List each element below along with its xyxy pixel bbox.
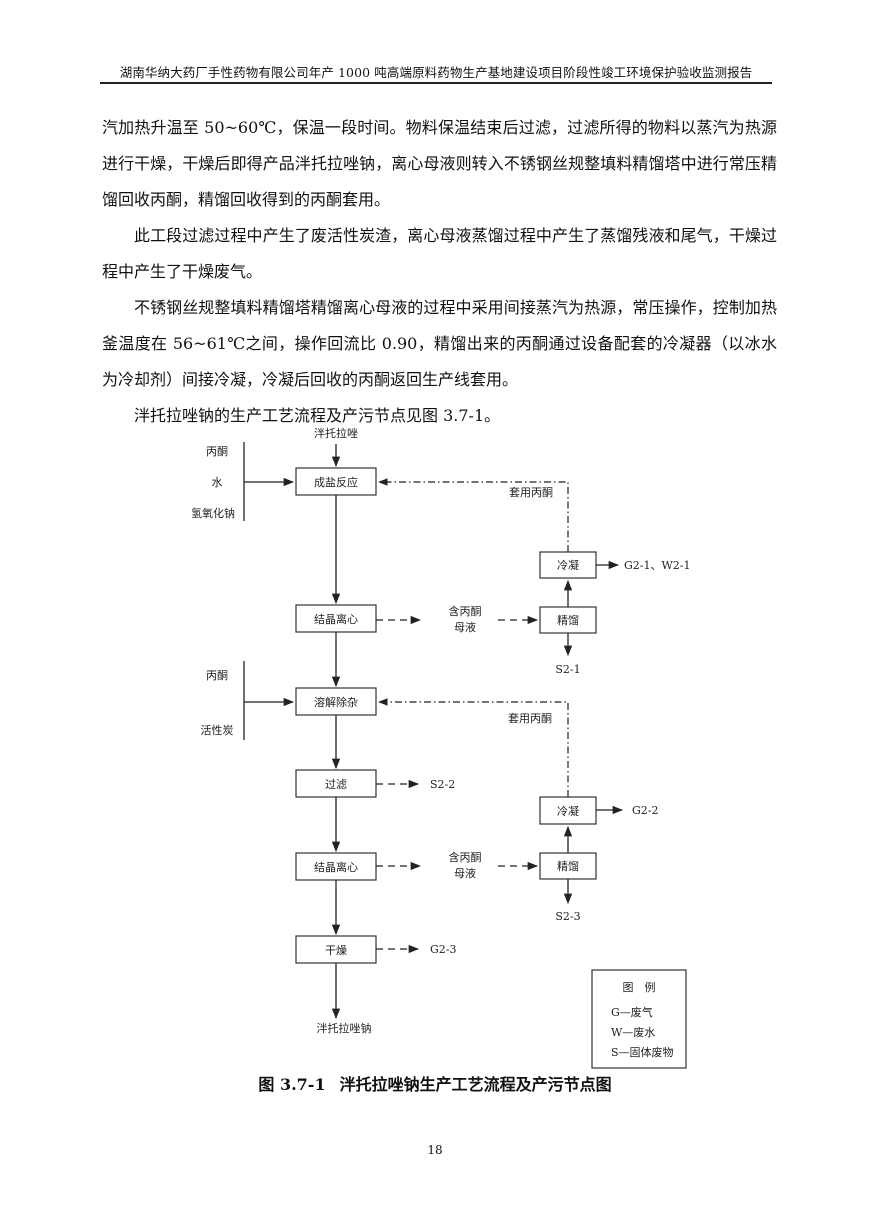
emission-s22: S2-2 <box>430 778 455 791</box>
paragraph-3: 不锈钢丝规整填料精馏塔精馏离心母液的过程中采用间接蒸汽为热源，常压操作，控制加热… <box>102 298 777 389</box>
legend-title: 图 例 <box>623 980 656 994</box>
paragraph-4: 泮托拉唑钠的生产工艺流程及产污节点见图 3.7-1。 <box>134 406 501 425</box>
figure-number: 图 3.7-1 <box>258 1075 326 1094</box>
step-dry: 干燥 <box>325 944 347 957</box>
condense-label-2: 冷凝 <box>557 804 579 818</box>
figure-title: 泮托拉唑钠生产工艺流程及产污节点图 <box>339 1075 612 1094</box>
emission-s23: S2-3 <box>555 910 580 923</box>
mother-liquor-1-line2: 母液 <box>454 620 476 634</box>
condense-label-1: 冷凝 <box>557 558 579 572</box>
input-pantoprazole: 泮托拉唑 <box>314 426 358 440</box>
step-filter: 过滤 <box>325 778 347 791</box>
mother-liquor-1-line1: 含丙酮 <box>449 604 482 618</box>
figure-caption: 图 3.7-1 泮托拉唑钠生产工艺流程及产污节点图 <box>0 1071 870 1095</box>
paragraph-1: 汽加热升温至 50~60℃，保温一段时间。物料保温结束后过滤，过滤所得的物料以蒸… <box>102 118 777 209</box>
step-dissolve: 溶解除杂 <box>314 695 358 709</box>
step-box-dissolve <box>295 687 377 716</box>
step-centrifuge-2: 结晶离心 <box>314 860 358 874</box>
condense-box-1 <box>539 551 597 579</box>
rectify-box-1 <box>539 606 597 634</box>
input-activated-carbon: 活性炭 <box>201 723 234 737</box>
emission-s21: S2-1 <box>555 663 580 676</box>
input-naoh: 氢氧化钠 <box>191 506 235 520</box>
recycle-label-2: 套用丙酮 <box>508 712 552 725</box>
legend-item-solid: S—固体废物 <box>611 1045 674 1059</box>
mother-liquor-2-line1: 含丙酮 <box>449 850 482 864</box>
recycle-label-1: 套用丙酮 <box>509 486 553 499</box>
mother-liquor-2-line2: 母液 <box>454 866 476 880</box>
emission-g23: G2-3 <box>430 943 457 956</box>
report-header: 湖南华纳大药厂手性药物有限公司年产 1000 吨高端原料药物生产基地建设项目阶段… <box>119 65 753 80</box>
step-box-filter <box>295 769 377 798</box>
legend-item-water: W—废水 <box>611 1025 655 1039</box>
step-salt-formation: 成盐反应 <box>314 475 358 489</box>
header-divider <box>100 82 772 84</box>
emission-g22: G2-2 <box>632 804 659 817</box>
rectify-label-1: 精馏 <box>557 613 579 627</box>
product-label: 泮托拉唑钠 <box>317 1021 372 1035</box>
step-centrifuge-1: 结晶离心 <box>314 612 358 626</box>
input-acetone-1: 丙酮 <box>206 445 228 458</box>
input-water: 水 <box>212 476 223 489</box>
rectify-label-2: 精馏 <box>557 859 579 873</box>
paragraph-2: 此工段过滤过程中产生了废活性炭渣，离心母液蒸馏过程中产生了蒸馏残液和尾气，干燥过… <box>102 226 777 281</box>
condense-box-2 <box>539 796 597 825</box>
page-number: 18 <box>427 1143 443 1157</box>
recycle-line-2 <box>378 698 569 797</box>
emission-g21-w21: G2-1、W2-1 <box>624 559 691 572</box>
legend-box <box>591 969 687 1069</box>
input-acetone-2: 丙酮 <box>206 669 228 682</box>
legend-item-gas: G—废气 <box>611 1005 653 1019</box>
